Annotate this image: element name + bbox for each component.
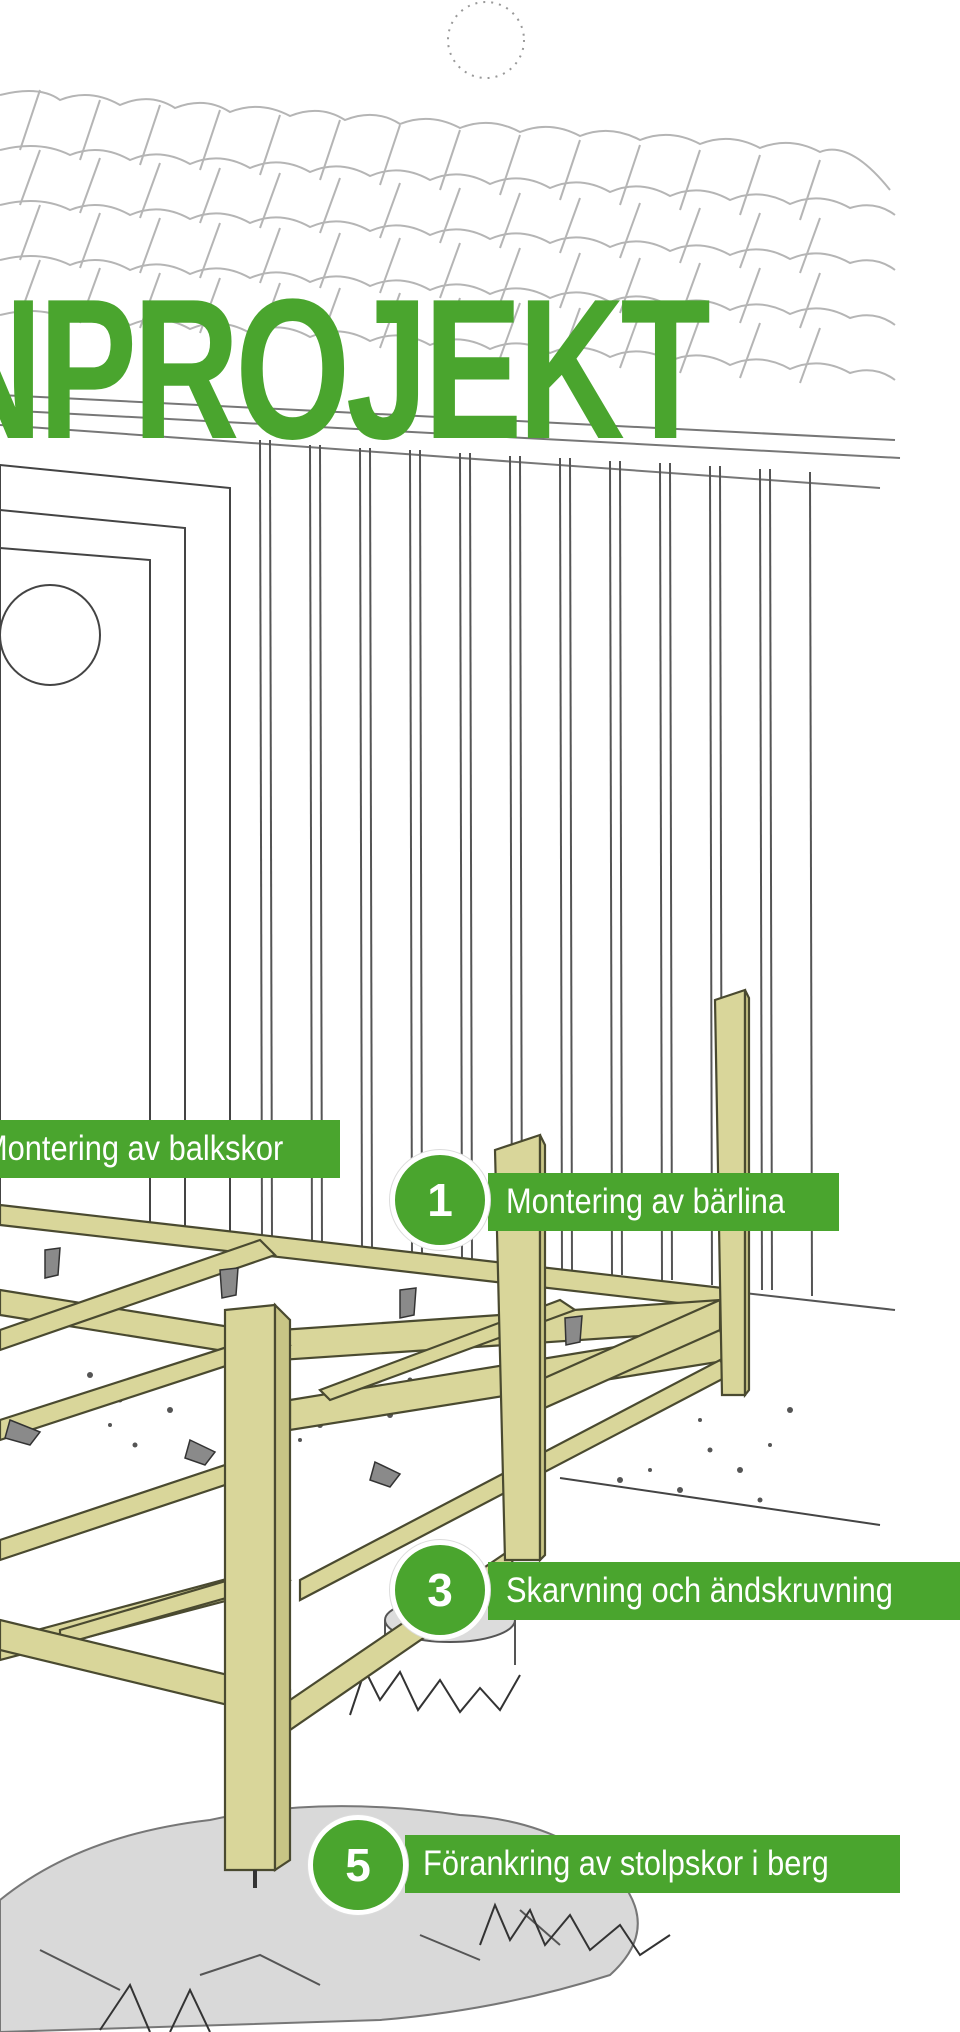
step-balkskor-label: Montering av balkskor <box>0 1120 340 1178</box>
step-balkskor-text: Montering av balkskor <box>0 1129 283 1169</box>
step-1-badge: 1 <box>390 1150 490 1250</box>
step-3-text: Skarvning och ändskruvning <box>506 1571 893 1611</box>
step-3-badge: 3 <box>390 1540 490 1640</box>
page-title: NPROJEKT <box>0 270 706 470</box>
dotted-circle <box>448 2 524 78</box>
step-1-text: Montering av bärlina <box>506 1182 785 1222</box>
step-5-label: Förankring av stolpskor i berg <box>405 1835 900 1893</box>
step-5-badge: 5 <box>308 1815 408 1915</box>
step-3-label: Skarvning och ändskruvning <box>488 1562 960 1620</box>
step-1-label: Montering av bärlina <box>488 1173 839 1231</box>
step-5-text: Förankring av stolpskor i berg <box>423 1844 829 1884</box>
gravel-bed <box>560 1478 880 1525</box>
grass-tuft <box>350 1670 520 1715</box>
